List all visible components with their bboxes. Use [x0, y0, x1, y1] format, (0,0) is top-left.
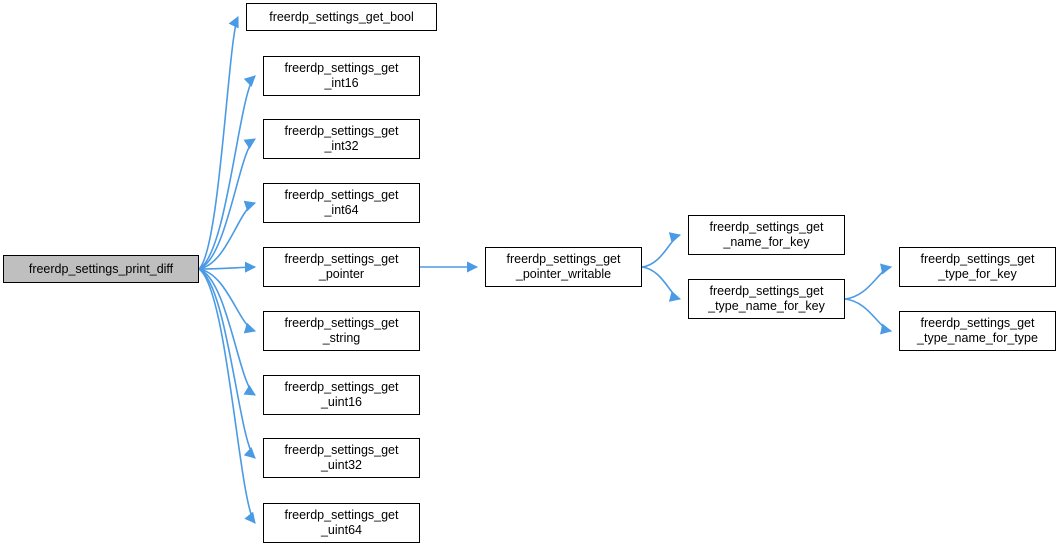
graph-node-label: freerdp_settings_get: [506, 252, 621, 266]
graph-node-label: freerdp_settings_get: [284, 124, 399, 138]
graph-node-type_name_for_key[interactable]: freerdp_settings_get_type_name_for_key: [688, 279, 845, 319]
graph-node-label: _string: [322, 331, 361, 345]
graph-node-label: freerdp_settings_get: [284, 61, 399, 75]
graph-edge-root-to-get_pointer: [198, 261, 257, 273]
graph-node-get_int32[interactable]: freerdp_settings_get_int32: [263, 119, 420, 159]
graph-node-label: _type_name_for_key: [708, 299, 825, 313]
graph-node-get_int64[interactable]: freerdp_settings_get_int64: [263, 183, 420, 223]
graph-node-get_int16[interactable]: freerdp_settings_get_int16: [263, 56, 420, 96]
graph-edge-root-to-get_int64: [198, 200, 257, 270]
graph-node-label: _int64: [324, 203, 359, 217]
graph-node-label: _uint32: [320, 458, 362, 472]
graph-node-label: _name_for_key: [723, 235, 810, 249]
graph-node-label: freerdp_settings_get: [284, 380, 399, 394]
graph-node-label: freerdp_settings_get: [284, 188, 399, 202]
graph-node-label: _type_name_for_type: [917, 331, 1038, 345]
graph-edge-root-to-get_string: [198, 268, 257, 334]
graph-node-label: _int16: [324, 76, 359, 90]
graph-edge-root-to-get_uint32: [198, 268, 256, 459]
graph-node-get_uint16[interactable]: freerdp_settings_get_uint16: [263, 375, 420, 415]
graph-node-label: freerdp_settings_get: [284, 508, 399, 522]
graph-edge-type_name_for_key-to-type_for_key: [844, 263, 893, 300]
graph-edge-root-to-get_bool: [198, 15, 239, 270]
graph-node-pointer_writable[interactable]: freerdp_settings_get_pointer_writable: [485, 247, 642, 287]
graph-edge-root-to-get_uint16: [198, 268, 256, 396]
graph-node-get_uint32[interactable]: freerdp_settings_get_uint32: [263, 438, 420, 478]
graph-edge-type_name_for_key-to-type_name_for_type: [844, 298, 893, 335]
graph-node-get_uint64[interactable]: freerdp_settings_get_uint64: [263, 503, 420, 543]
graph-edge-root-to-get_int16: [198, 75, 256, 270]
graph-node-name_for_key[interactable]: freerdp_settings_get_name_for_key: [688, 215, 845, 255]
graph-node-label: _uint64: [320, 523, 362, 537]
graph-edge-root-to-get_int32: [198, 138, 256, 270]
graph-node-type_for_key[interactable]: freerdp_settings_get_type_for_key: [899, 247, 1056, 287]
graph-node-get_string[interactable]: freerdp_settings_get_string: [263, 311, 420, 351]
graph-node-label: freerdp_settings_get: [709, 284, 824, 298]
graph-node-label: _type_for_key: [938, 267, 1017, 281]
graph-node-label: freerdp_settings_get: [284, 443, 399, 457]
graph-node-label: freerdp_settings_get: [284, 252, 399, 266]
graph-edge-pointer_writable-to-type_name_for_key: [641, 266, 682, 302]
graph-node-label: _uint16: [320, 395, 362, 409]
graph-node-type_name_for_type[interactable]: freerdp_settings_get_type_name_for_type: [899, 311, 1056, 351]
graph-node-label: freerdp_settings_get: [284, 316, 399, 330]
graph-node-label: freerdp_settings_get: [920, 316, 1035, 330]
graph-node-root[interactable]: freerdp_settings_print_diff: [3, 255, 199, 283]
graph-node-label: freerdp_settings_get: [709, 220, 824, 234]
graph-node-get_pointer[interactable]: freerdp_settings_get_pointer: [263, 247, 420, 287]
graph-edge-pointer_writable-to-name_for_key: [641, 232, 682, 268]
graph-edge-root-to-get_uint64: [198, 268, 256, 524]
graph-node-get_bool[interactable]: freerdp_settings_get_bool: [246, 3, 437, 31]
graph-node-label: freerdp_settings_print_diff: [28, 261, 174, 276]
graph-node-label: freerdp_settings_get: [920, 252, 1035, 266]
graph-node-label: _pointer_writable: [515, 267, 612, 281]
graph-node-label: _pointer: [318, 267, 365, 281]
graph-node-label: freerdp_settings_get_bool: [269, 9, 414, 24]
graph-node-label: _int32: [324, 139, 359, 153]
